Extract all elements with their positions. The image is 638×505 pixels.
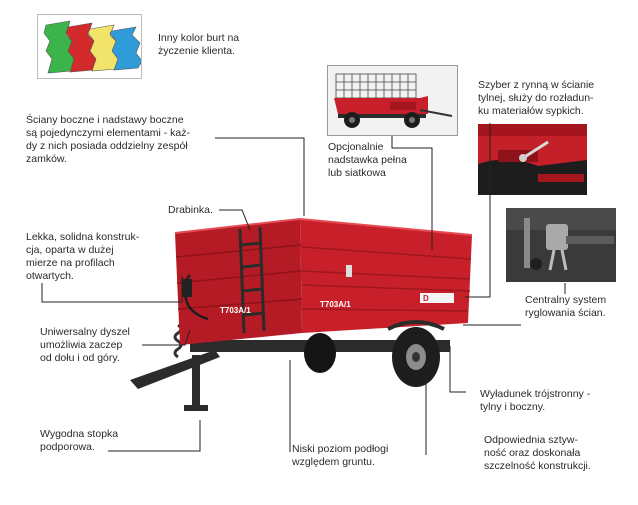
callout-unloading: Wyładunek trójstronny - tylny i boczny. bbox=[480, 388, 591, 413]
extension-thumbnail bbox=[327, 65, 458, 136]
callout-extension: Opcjonalnie nadstawka pełna lub siatkowa bbox=[328, 141, 407, 179]
callout-side-walls: Ściany boczne i nadstawy boczne są pojed… bbox=[26, 114, 190, 165]
callout-color-option: Inny kolor burt na życzenie klienta. bbox=[158, 32, 240, 57]
callout-drawbar: Uniwersalny dyszel umożliwia zaczep od d… bbox=[40, 326, 130, 364]
brand-logo: D bbox=[423, 294, 429, 303]
callout-ladder: Drabinka. bbox=[168, 204, 213, 216]
trailer-illustration: T703A/1 T703A/1 D bbox=[120, 205, 480, 435]
color-swatch-panel bbox=[109, 26, 141, 71]
model-label-side: T703A/1 bbox=[320, 300, 351, 309]
callout-rigidity: Odpowiednia sztyw- ność oraz doskonała s… bbox=[484, 434, 591, 472]
color-swatch-image bbox=[37, 14, 142, 79]
callout-locking: Centralny system ryglowania ścian. bbox=[525, 294, 607, 319]
callout-low-floor: Niski poziom podłogi względem gruntu. bbox=[292, 443, 389, 468]
callout-construction: Lekka, solidna konstruk- cja, oparta w d… bbox=[26, 231, 140, 282]
model-label-front: T703A/1 bbox=[220, 306, 251, 315]
rear-gate-thumbnail bbox=[478, 124, 587, 195]
callout-support-foot: Wygodna stopka podporowa. bbox=[40, 428, 119, 453]
locking-thumbnail bbox=[506, 208, 616, 282]
callout-gate: Szyber z rynną w ścianie tylnej, służy d… bbox=[478, 79, 595, 117]
